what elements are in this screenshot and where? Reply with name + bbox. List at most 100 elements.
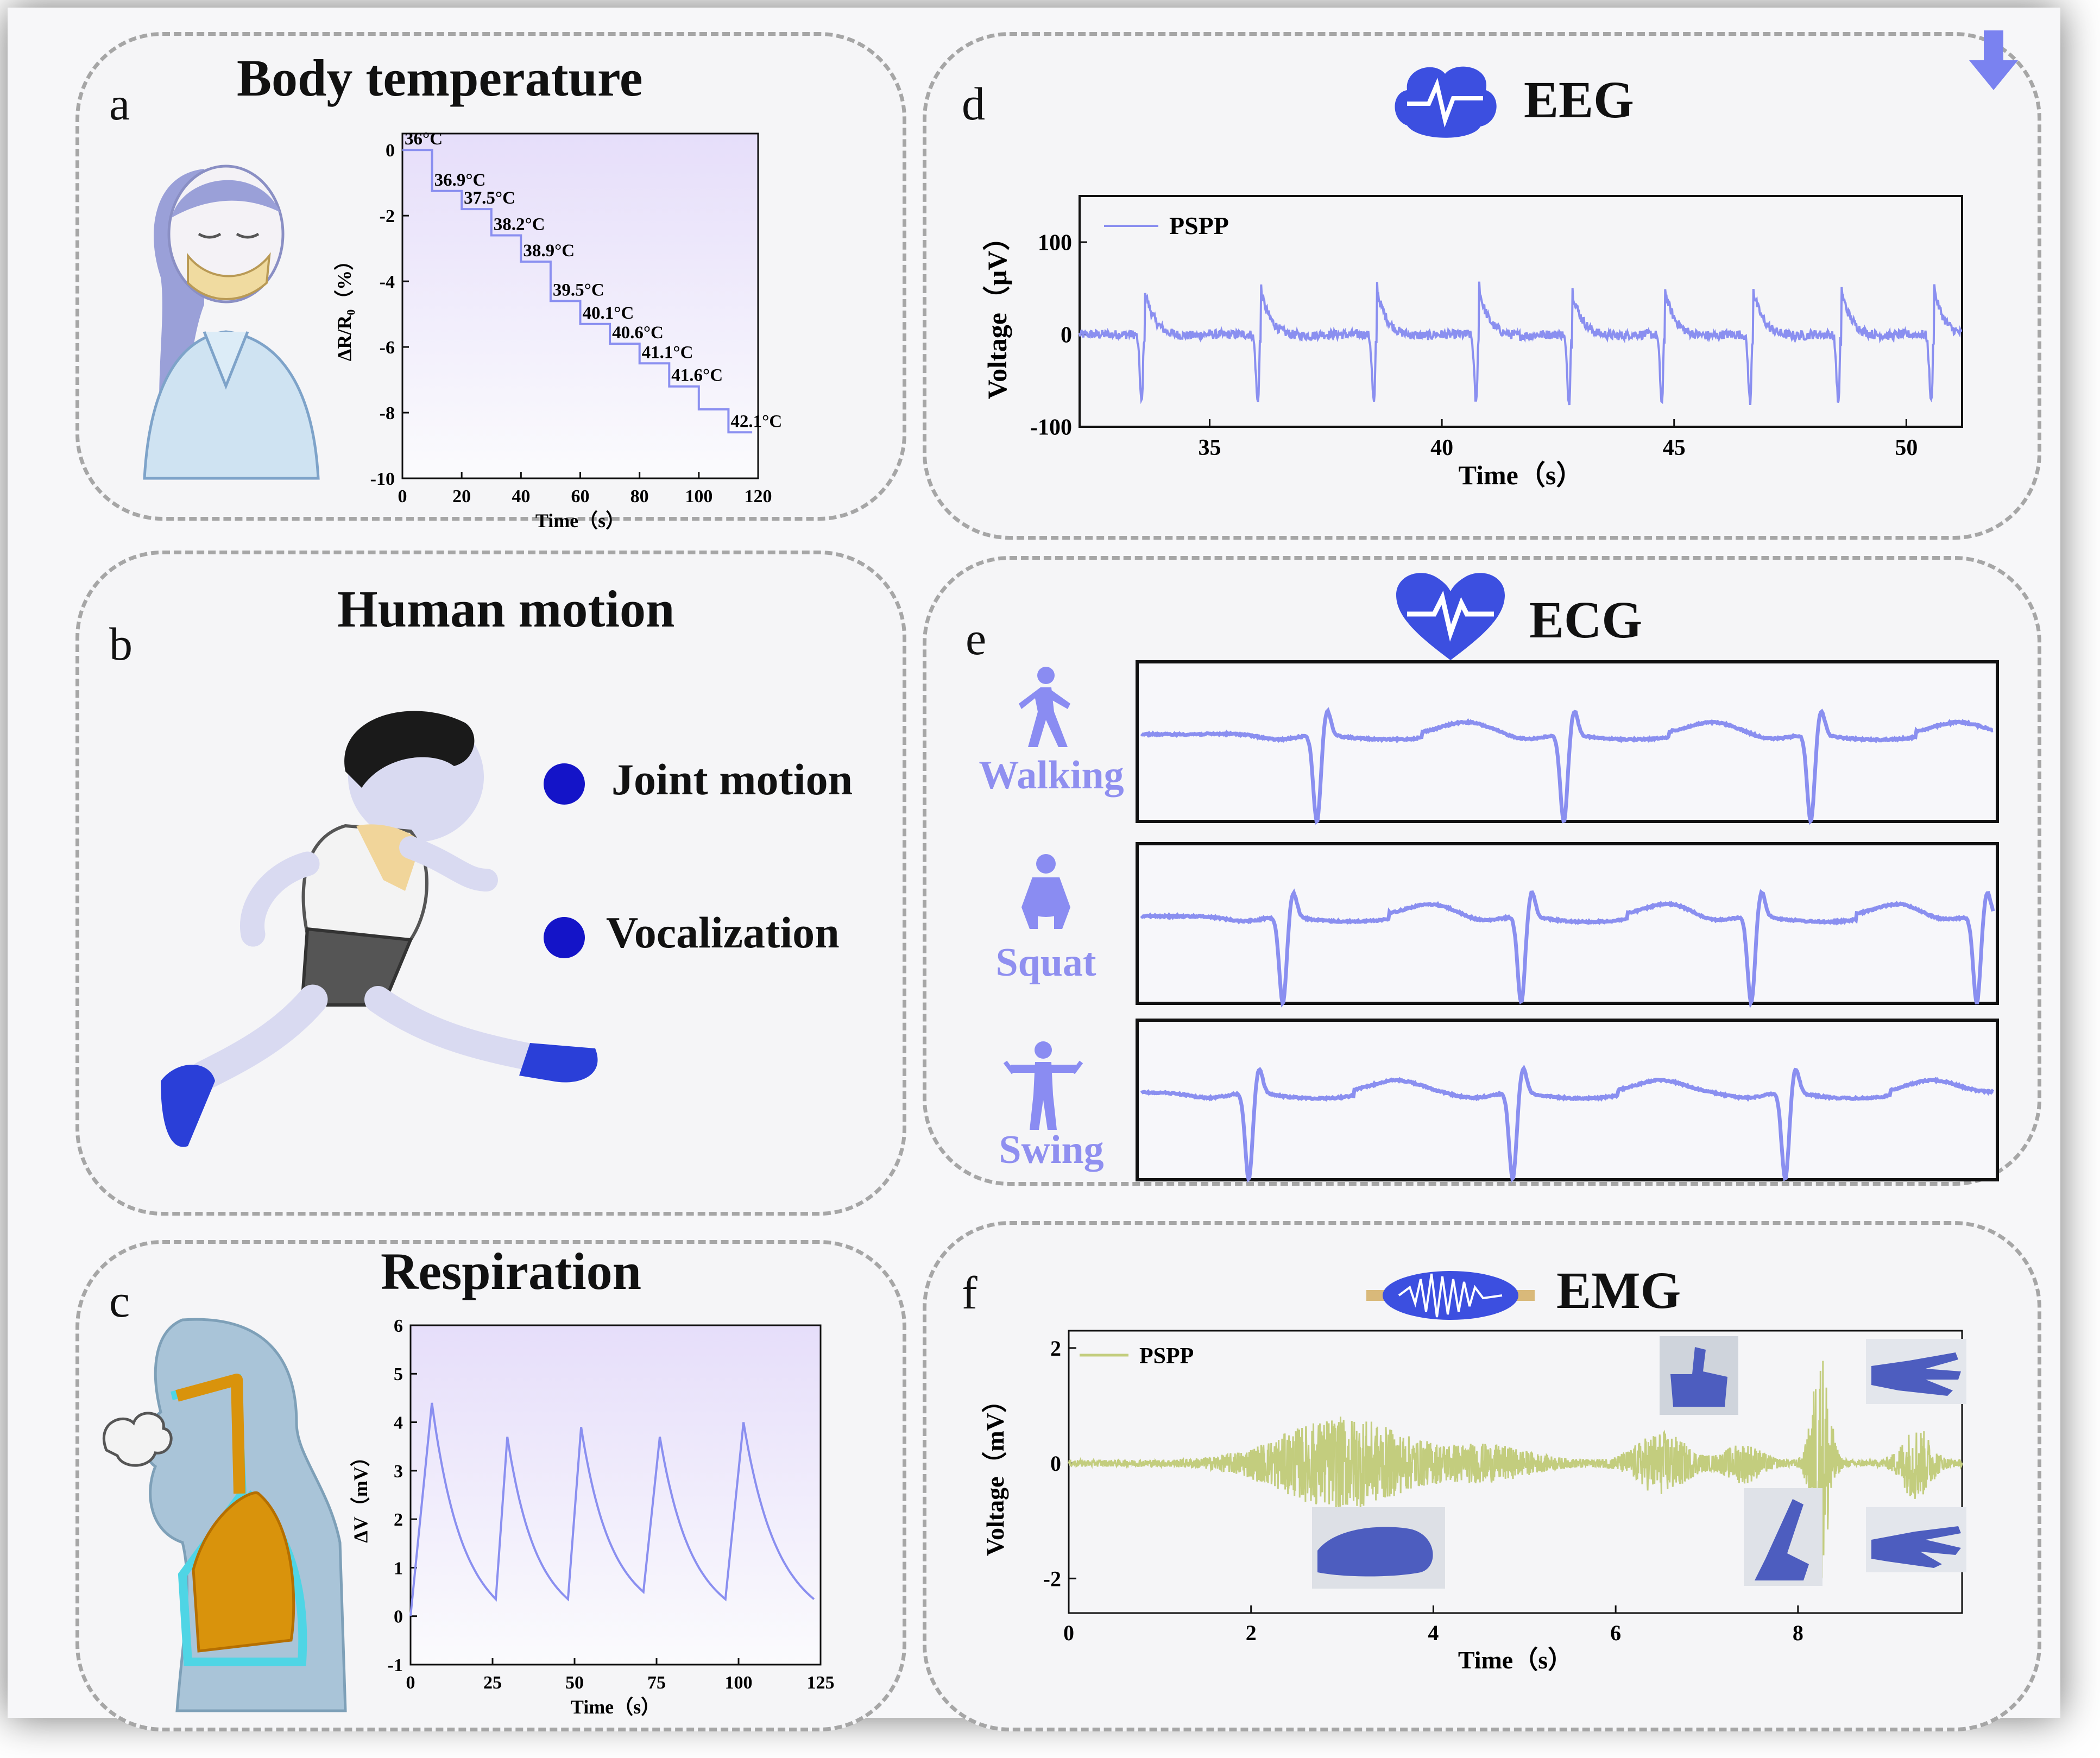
respiration-illustration bbox=[102, 1318, 347, 1712]
ecg-line bbox=[1140, 707, 1994, 825]
ecg-line bbox=[1140, 888, 1995, 1009]
ecg-box-swing bbox=[1136, 1019, 1999, 1183]
x-axis-label: Time（s） bbox=[571, 1696, 660, 1718]
panel-title-c: Respiration bbox=[381, 1242, 641, 1300]
x-tick-label: 0 bbox=[398, 486, 407, 507]
panel-label-f: f bbox=[962, 1267, 978, 1319]
y-tick-label: 0 bbox=[1050, 1451, 1061, 1476]
y-tick-label: -100 bbox=[1030, 415, 1072, 440]
x-tick-label: 50 bbox=[565, 1673, 584, 1693]
series-line bbox=[409, 1402, 815, 1616]
plot-background bbox=[411, 1325, 821, 1665]
step-label: 41.6°C bbox=[671, 366, 723, 385]
y-tick-label: 4 bbox=[394, 1413, 403, 1433]
y-tick-label: -6 bbox=[380, 338, 395, 358]
series-line bbox=[1068, 1361, 1963, 1580]
panel-label-e: e bbox=[966, 612, 987, 665]
y-axis-label: Voltage（μV） bbox=[982, 224, 1012, 400]
series-line bbox=[1079, 281, 1963, 406]
x-tick-label: 40 bbox=[1430, 435, 1453, 460]
step-label: 40.6°C bbox=[612, 323, 664, 343]
panel-label-d: d bbox=[962, 78, 985, 130]
x-tick-label: 2 bbox=[1246, 1621, 1257, 1645]
x-axis-label: Time（s） bbox=[535, 510, 625, 532]
legend-label: PSPP bbox=[1139, 1344, 1194, 1369]
step-label: 36.9°C bbox=[434, 170, 486, 190]
hand-relaxed-image bbox=[1866, 1507, 1966, 1572]
ecg-line bbox=[1140, 1064, 1995, 1183]
y-tick-label: 3 bbox=[394, 1462, 403, 1482]
y-tick-label: 1 bbox=[394, 1558, 403, 1578]
x-tick-label: 125 bbox=[807, 1673, 835, 1693]
series-line bbox=[402, 149, 753, 434]
panel-title-e: ECG bbox=[1529, 591, 1643, 649]
label-swing: Swing bbox=[999, 1128, 1104, 1172]
x-tick-label: 100 bbox=[725, 1673, 753, 1693]
panel-title-a: Body temperature bbox=[237, 49, 643, 107]
x-tick-label: 45 bbox=[1663, 435, 1686, 460]
x-tick-label: 20 bbox=[452, 486, 471, 507]
x-tick-label: 50 bbox=[1895, 435, 1918, 460]
ecg-trace-swing bbox=[1140, 1064, 1995, 1183]
label-vocalization: Vocalization bbox=[606, 908, 840, 957]
y-axis-label: ΔV（mV） bbox=[350, 1447, 371, 1543]
x-tick-label: 80 bbox=[630, 486, 649, 507]
y-tick-label: 0 bbox=[386, 141, 395, 161]
y-tick-label: 6 bbox=[394, 1316, 403, 1336]
hand-fist-image bbox=[1312, 1507, 1445, 1589]
x-tick-label: 40 bbox=[512, 486, 530, 507]
step-label: 42.1°C bbox=[730, 412, 782, 431]
x-tick-label: 60 bbox=[571, 486, 590, 507]
y-tick-label: -1 bbox=[388, 1655, 403, 1675]
ecg-trace-squat bbox=[1140, 888, 1995, 1009]
y-axis-label: Voltage（mV） bbox=[981, 1388, 1009, 1556]
y-axis-label: ΔR/R₀（%） bbox=[333, 251, 355, 361]
squat-person-icon bbox=[1021, 854, 1070, 929]
y-tick-label: -10 bbox=[370, 469, 395, 489]
plot-frame bbox=[1068, 1330, 1963, 1614]
running-boy-illustration bbox=[161, 711, 598, 1147]
y-tick-label: 5 bbox=[394, 1364, 403, 1384]
x-tick-label: 6 bbox=[1610, 1621, 1621, 1645]
step-label: 39.5°C bbox=[553, 280, 604, 300]
panel-label-c: c bbox=[109, 1275, 130, 1327]
label-walking: Walking bbox=[979, 753, 1124, 798]
x-tick-label: 100 bbox=[685, 486, 712, 507]
brain-icon bbox=[1395, 66, 1497, 138]
muscle-icon bbox=[1366, 1271, 1535, 1320]
x-tick-label: 120 bbox=[745, 486, 772, 507]
hand-open-palm-image bbox=[1866, 1339, 1966, 1404]
x-tick-label: 25 bbox=[483, 1673, 502, 1693]
y-tick-label: 2 bbox=[1050, 1336, 1061, 1361]
y-tick-label: -2 bbox=[380, 206, 395, 226]
step-label: 37.5°C bbox=[464, 188, 515, 208]
plot-frame bbox=[409, 1324, 822, 1666]
step-label: 41.1°C bbox=[642, 343, 693, 362]
panel-b: b Human motion Joint motion Vocalization bbox=[75, 551, 906, 1216]
x-tick-label: 0 bbox=[406, 1673, 415, 1693]
panel-title-f: EMG bbox=[1556, 1261, 1681, 1319]
legend-label: PSPP bbox=[1169, 212, 1229, 239]
x-tick-label: 75 bbox=[647, 1673, 666, 1693]
step-label: 38.2°C bbox=[494, 214, 545, 234]
x-axis-label: Time（s） bbox=[1458, 1646, 1573, 1674]
x-axis-label: Time（s） bbox=[1459, 460, 1584, 490]
step-label: 36°C bbox=[405, 129, 443, 149]
panel-title-b: Human motion bbox=[337, 580, 675, 638]
plot-frame bbox=[1079, 195, 1963, 428]
y-tick-label: -4 bbox=[380, 272, 395, 292]
y-tick-label: 2 bbox=[394, 1510, 403, 1530]
x-tick-label: 0 bbox=[1063, 1621, 1074, 1645]
step-label: 38.9°C bbox=[523, 241, 575, 261]
swing-person-icon bbox=[1003, 1041, 1083, 1130]
woman-illustration bbox=[143, 165, 320, 480]
ecg-box-squat bbox=[1136, 842, 1999, 1009]
